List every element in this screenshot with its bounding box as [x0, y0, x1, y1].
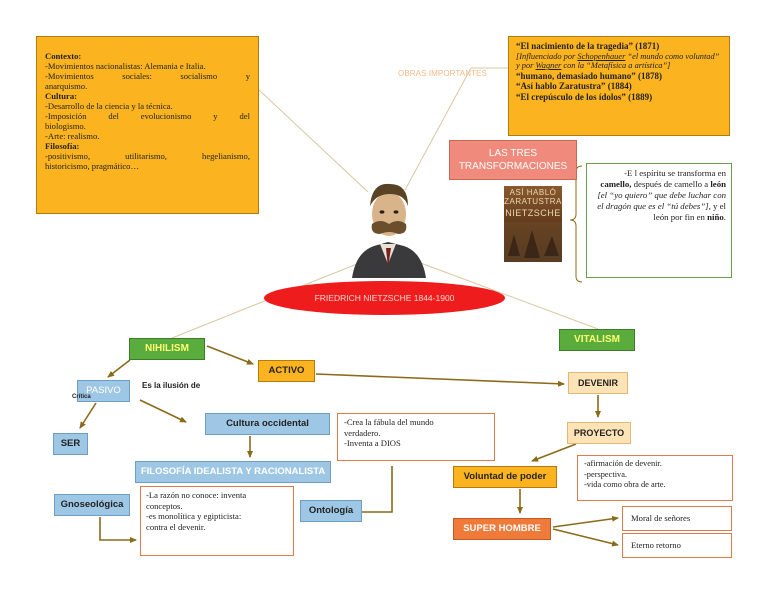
work-1: “El nacimiento de la tragedia” (1871)	[516, 41, 660, 51]
context-line: historicismo, pragmático…	[45, 161, 140, 171]
transformations-text-box: -E l espíritu se transforma en camello, …	[586, 163, 732, 278]
works-box: “El nacimiento de la tragedia” (1871) [I…	[508, 36, 730, 136]
pasivo-node: PASIVO	[77, 380, 130, 402]
ilusion-label: Es la ilusión de	[142, 381, 201, 390]
proyecto-node: PROYECTO	[567, 422, 631, 444]
devenir-node: DEVENIR	[568, 372, 628, 394]
activo-node: ACTIVO	[258, 360, 315, 382]
context-line: -Movimientos sociales: socialismo y	[45, 71, 250, 81]
razon-box: -La razón no conoce: inventa conceptos. …	[140, 486, 294, 556]
context-line: anarquismo.	[45, 81, 88, 91]
context-line: -Desarrollo de la ciencia y la técnica.	[45, 101, 173, 111]
zarathustra-book-image: ASÍ HABLÓ ZARATUSTRA NIETZSCHE	[504, 186, 562, 262]
super-hombre-node: SUPER HOMBRE	[453, 518, 551, 540]
gnoseologica-node: Gnoseológica	[54, 494, 130, 516]
tres-transformaciones-box: LAS TRES TRANSFORMACIONES	[449, 140, 577, 180]
nietzsche-portrait	[352, 183, 426, 278]
context-box: Contexto:-Movimientos nacionalistas: Ale…	[36, 36, 259, 214]
ontologia-node: Ontología	[300, 500, 362, 522]
context-line: Contexto:	[45, 51, 82, 61]
context-line: -Arte: realismo.	[45, 131, 100, 141]
context-line: Cultura:	[45, 91, 77, 101]
context-line: -positivismo, utilitarismo, hegelianismo…	[45, 151, 250, 161]
context-line: -Movimientos nacionalistas: Alemania e I…	[45, 61, 206, 71]
context-line: biologismo.	[45, 121, 86, 131]
work-4: “El crepúsculo de los ídolos” (1889)	[516, 91, 653, 102]
fabula-box: -Crea la fábula del mundo verdadero. -In…	[337, 413, 495, 461]
eterno-retorno-box: Eterno retorno	[622, 533, 732, 558]
context-line: Filosofía:	[45, 141, 80, 151]
cultura-occidental-node: Cultura occidental	[205, 413, 330, 435]
obras-importantes-label: OBRAS IMPORTANTES	[398, 69, 487, 78]
work-1-note: [Influenciado por Schopenhauer “el mundo…	[516, 51, 720, 71]
afirmacion-box: -afirmación de devenir. -perspectiva. -v…	[577, 455, 733, 501]
title-ellipse: FRIEDRICH NIETZSCHE 1844-1900	[264, 281, 505, 315]
filosofia-idealista-node: FILOSOFÍA IDEALISTA Y RACIONALISTA	[135, 461, 331, 483]
voluntad-de-poder-node: Voluntad de poder	[453, 466, 557, 488]
nihilism-node: NIHILISM	[129, 338, 205, 360]
ser-node: SER	[53, 433, 88, 455]
moral-de-senores-box: Moral de señores	[622, 506, 732, 531]
context-line: -Imposición del evolucionismo y del	[45, 111, 250, 121]
work-3: “Así hablo Zaratustra” (1884)	[516, 81, 632, 92]
critica-label: Crítica	[72, 394, 91, 400]
vitalism-node: VITALISM	[559, 329, 635, 351]
work-2: “humano, demasiado humano” (1878)	[516, 70, 663, 81]
